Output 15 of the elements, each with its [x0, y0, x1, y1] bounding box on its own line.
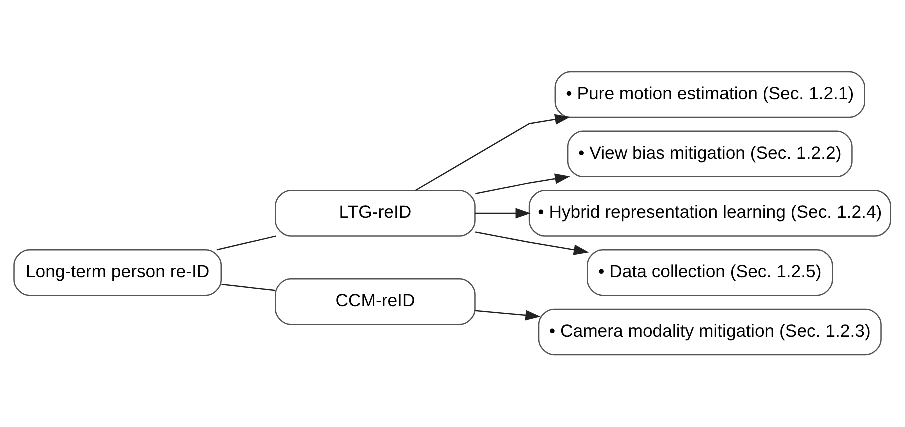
- arrow: [476, 232, 590, 256]
- arrow: [476, 174, 570, 194]
- node-box: • Pure motion estimation (Sec. 1.2.1): [554, 71, 866, 118]
- arrow: [415, 114, 570, 192]
- node-box: • Camera modality mitigation (Sec. 1.2.3): [538, 308, 882, 356]
- node-box: LTG-reID: [275, 190, 476, 237]
- connector: [222, 284, 276, 292]
- node-box: CCM-reID: [275, 278, 476, 326]
- arrow: [475, 208, 531, 219]
- node-box: Long-term person re-ID: [14, 250, 222, 296]
- arrow: [475, 310, 541, 321]
- connector: [216, 236, 276, 251]
- node-box: • View bias mitigation (Sec. 1.2.2): [567, 130, 853, 178]
- node-box: • Data collection (Sec. 1.2.5): [587, 250, 834, 296]
- node-box: • Hybrid representation learning (Sec. 1.2.4): [528, 190, 892, 237]
